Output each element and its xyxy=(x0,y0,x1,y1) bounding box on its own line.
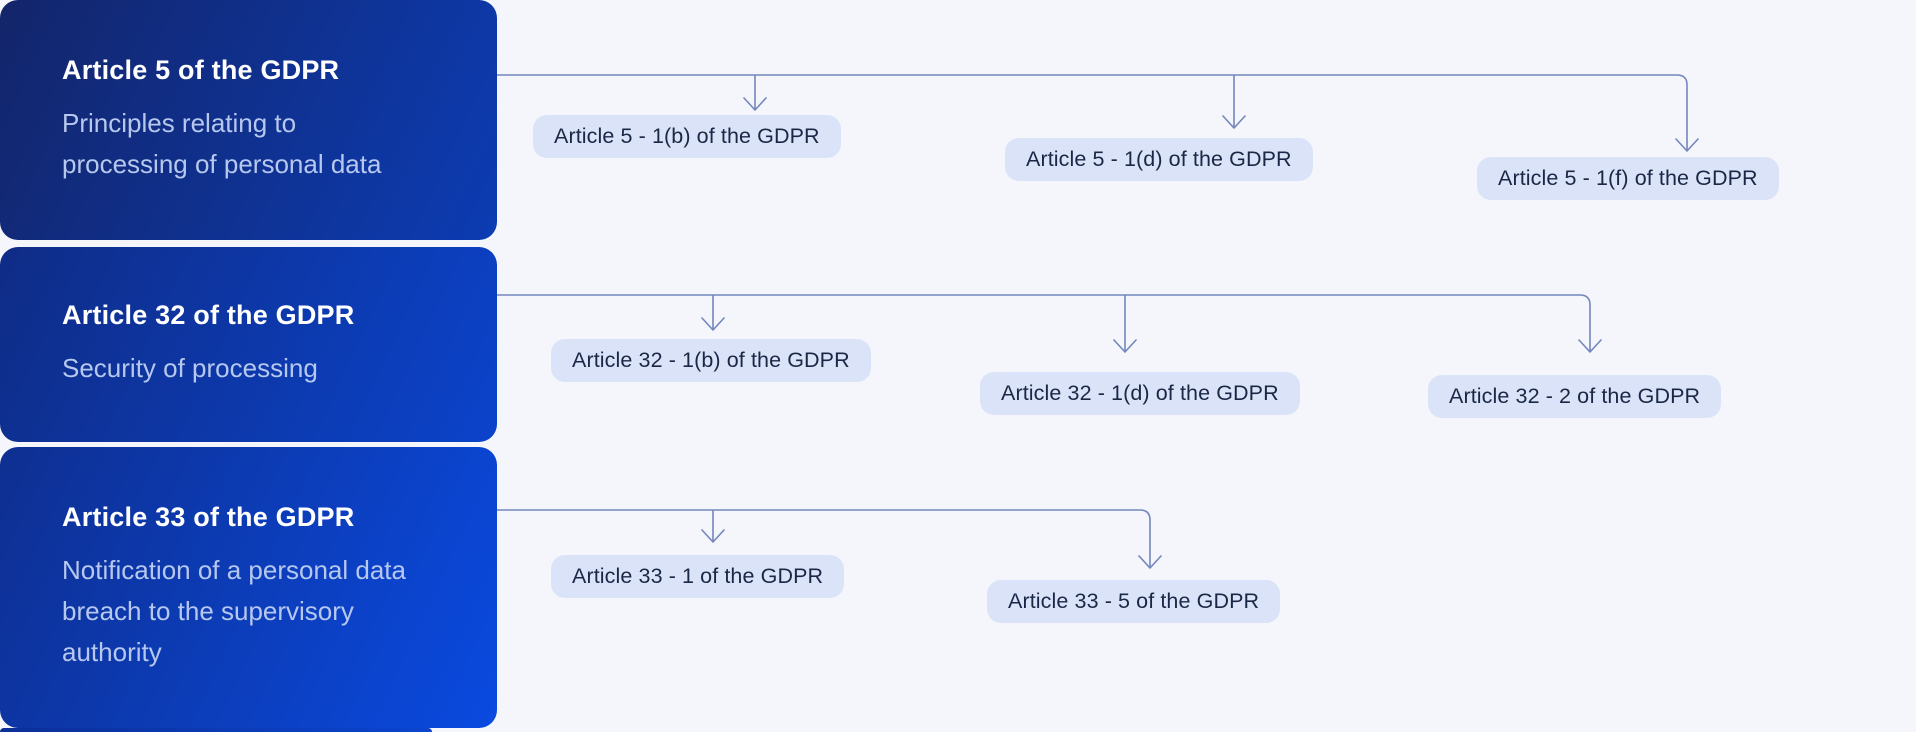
card-title: Article 32 of the GDPR xyxy=(62,300,355,330)
card-title: Article 5 of the GDPR xyxy=(62,55,340,85)
source-card-article-33: Article 33 of the GDPR Notification of a… xyxy=(0,447,497,728)
card-subtitle: Principles relating to processing of per… xyxy=(62,108,382,179)
chip-article-5-1b: Article 5 - 1(b) of the GDPR xyxy=(533,115,841,158)
chip-article-33-5: Article 33 - 5 of the GDPR xyxy=(987,580,1281,623)
chip-article-32-1d: Article 32 - 1(d) of the GDPR xyxy=(980,372,1300,415)
chip-article-33-1: Article 33 - 1 of the GDPR xyxy=(551,555,845,598)
chip-article-5-1d: Article 5 - 1(d) of the GDPR xyxy=(1005,138,1313,181)
source-card-article-32: Article 32 of the GDPR Security of proce… xyxy=(0,247,497,442)
chip-article-32-1b: Article 32 - 1(b) of the GDPR xyxy=(551,339,871,382)
card-title: Article 33 of the GDPR xyxy=(62,502,355,532)
card-subtitle: Notification of a personal data breach t… xyxy=(62,555,406,667)
next-card-edge xyxy=(0,728,432,732)
chip-article-32-2: Article 32 - 2 of the GDPR xyxy=(1428,375,1722,418)
card-subtitle: Security of processing xyxy=(62,353,318,383)
source-card-article-5: Article 5 of the GDPR Principles relatin… xyxy=(0,0,497,240)
chip-article-5-1f: Article 5 - 1(f) of the GDPR xyxy=(1477,157,1779,200)
